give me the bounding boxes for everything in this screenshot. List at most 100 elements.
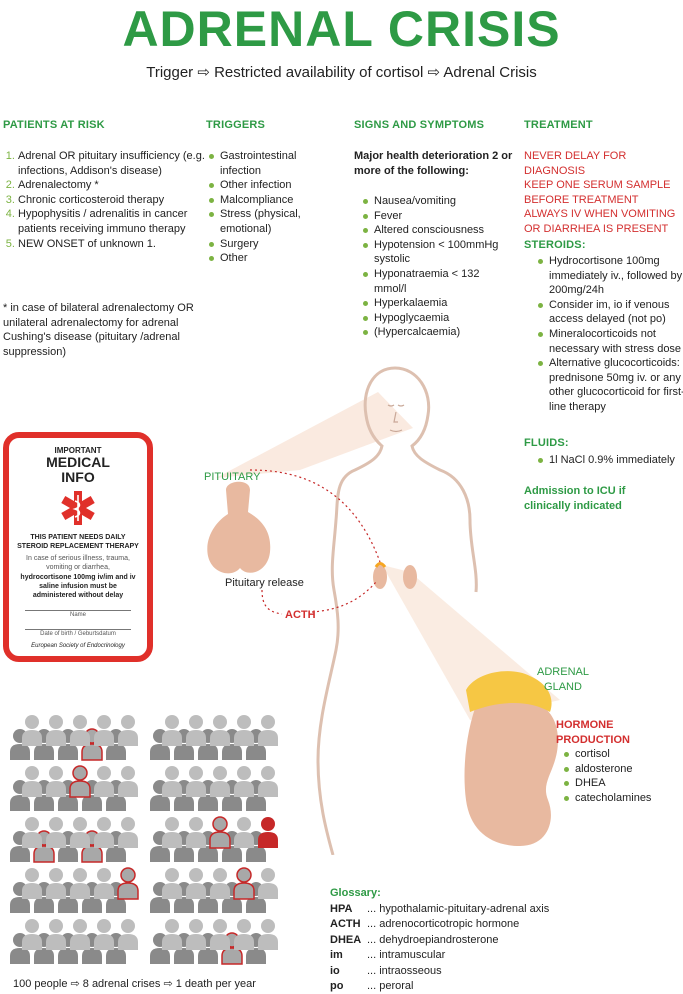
person-icon [70,817,90,848]
kidney-left [373,565,387,589]
risk-item: Hypophysitis / adrenalitis in cancer pat… [18,207,208,236]
pituitary-beam [216,392,413,478]
page-subtitle: Trigger ⇨ Restricted availability of cor… [146,64,537,81]
hormone-list: cortisol aldosterone DHEA catecholamines [563,747,675,805]
kidney-large [464,696,558,846]
face [387,404,405,433]
person-icon [22,715,42,746]
person-icon [234,766,254,797]
sign-item: Hyperkalaemia [363,296,514,311]
risk-list: Adrenal OR pituitary insufficiency (e.g.… [3,149,208,251]
person-icon [234,919,254,950]
person-icon [70,919,90,950]
person-icon [22,817,42,848]
steroid-item: Mineralocorticoids not necessary with st… [538,327,683,356]
sign-item: Hypoglycaemia [363,311,514,326]
risk-item: Adrenalectomy * [18,178,208,193]
sign-item: Hypotension < 100mmHg systolic [363,238,514,267]
glossary-entry: im... intramuscular [330,948,590,963]
risk-item: Adrenal OR pituitary insufficiency (e.g.… [18,149,208,178]
glossary-abbr: DHEA [330,933,362,946]
glossary-meaning: intramuscular [379,949,446,962]
card-medical: MEDICAL [46,454,110,470]
pituitary-label: PITUITARY [204,471,261,483]
sign-item: Fever [363,209,514,224]
adrenal-gland-label: ADRENAL GLAND [537,666,589,693]
risk-heading: PATIENTS AT RISK [3,119,105,131]
person-icon [162,817,182,848]
triggers-heading: TRIGGERS [206,119,266,131]
fluid-item: 1l NaCl 0.9% immediately [538,453,683,468]
person-icon [162,766,182,797]
person-icon-crisis [209,816,231,849]
card-divider [25,610,131,611]
person-icon [150,780,170,811]
glossary-abbr: im [330,949,343,962]
acth-label: ACTH [285,609,316,621]
card-name-label: Name [69,612,86,618]
person-icon [186,715,206,746]
person-icon [118,919,138,950]
person-icon [210,919,230,950]
fluids-heading: FLUIDS: [524,437,569,449]
person-icon [186,919,206,950]
person-icon [46,817,66,848]
steroid-item: Alternative glucocorticoids: prednisone … [538,356,683,414]
kidney-right [403,565,417,589]
people-grid [10,715,278,965]
icu-note: Admission to ICU if clinically indicated [524,485,626,512]
person-icon-crisis [69,765,91,798]
sign-item: Nausea/vomiting [363,194,514,209]
person-icon-crisis [233,867,255,900]
trigger-item: Gastrointestinal infection [209,149,340,178]
alert-line: ALWAYS IV WHEN VOMITING OR DIARRHEA IS P… [524,208,676,235]
glossary-abbr: HPA [330,903,353,915]
person-icon [94,919,114,950]
glossary-meaning: intraosseous [379,964,442,977]
hormone-item: catecholamines [564,791,675,806]
signs-list: Nausea/vomiting Fever Altered consciousn… [362,194,514,340]
treatment-heading: TREATMENT [524,119,593,131]
trigger-item: Stress (physical, emotional) [209,207,340,236]
acth-arrow-2 [311,581,377,613]
person-icon [46,715,66,746]
sign-item: Hyponatraemia < 132 mmol/l [363,267,514,296]
glossary-meaning: dehydroepiandrosterone [379,933,499,946]
person-icon [118,715,138,746]
person-icon [94,868,114,899]
trigger-item: Other infection [209,178,340,193]
person-icon [258,919,278,950]
person-icon [22,766,42,797]
glossary-meaning: peroral [379,980,414,993]
person-icon [234,715,254,746]
sign-item: Altered consciousness [363,223,514,238]
person-icon [70,715,90,746]
steroids-heading: STEROIDS: [524,239,586,251]
card-dob-label: Date of birth / Geburtsdatum [40,631,116,637]
signs-intro: Major health deterioration 2 or more of … [354,150,513,177]
person-icon [258,715,278,746]
person-icon [186,868,206,899]
acth-arrow [261,589,283,615]
glossary-entry: DHEA... dehydroepiandrosterone [330,933,590,948]
steroids-list: Hydrocortisone 100mg immediately iv., fo… [537,254,683,415]
card-society: European Society of Endocrinology [31,643,125,649]
glossary-entry: io... intraosseous [330,964,590,979]
glossary-list: HPA... hypothalamic-pituitary-adrenal ax… [330,902,590,994]
person-icon [234,817,254,848]
person-icon [46,919,66,950]
person-icon [94,766,114,797]
trigger-item: Surgery [209,237,340,252]
person-icon [210,766,230,797]
glossary-abbr: io [330,964,340,977]
hormone-item: aldosterone [564,762,675,777]
person-icon [118,817,138,848]
person-icon-crisis [117,867,139,900]
person-icon [46,868,66,899]
person-icon [258,868,278,899]
person-icon-death [258,817,278,848]
star-of-life-icon [61,491,95,525]
treatment-alerts: NEVER DELAY FOR DIAGNOSIS KEEP ONE SERUM… [524,149,682,237]
trigger-item: Malcompliance [209,193,340,208]
person-icon [258,766,278,797]
